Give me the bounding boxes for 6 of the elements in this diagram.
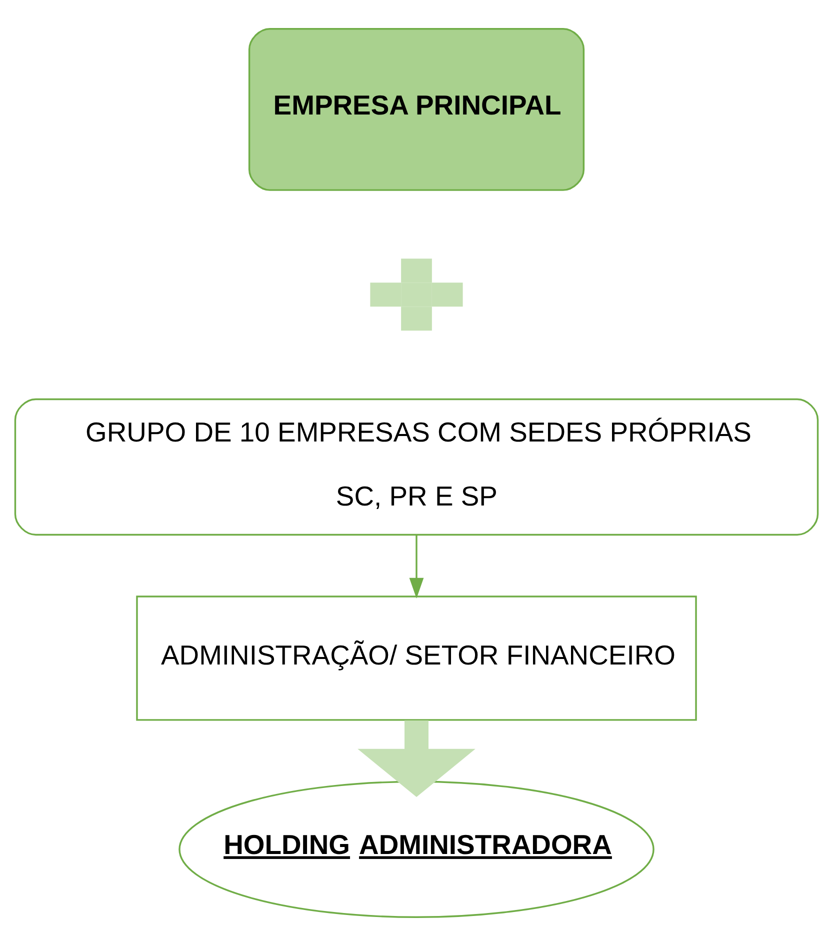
arrow: [358, 720, 476, 798]
node-box: ADMINISTRAÇÃO/ SETOR FINANCEIRO: [136, 596, 697, 721]
node-box: GRUPO DE 10 EMPRESAS COM SEDES PRÓPRIAS SC, PR E SP: [14, 398, 819, 536]
node-box: EMPRESA PRINCIPAL: [248, 28, 585, 191]
arrow: [409, 534, 424, 598]
node-ellipse: HOLDING ADMINISTRADORA: [178, 780, 654, 918]
